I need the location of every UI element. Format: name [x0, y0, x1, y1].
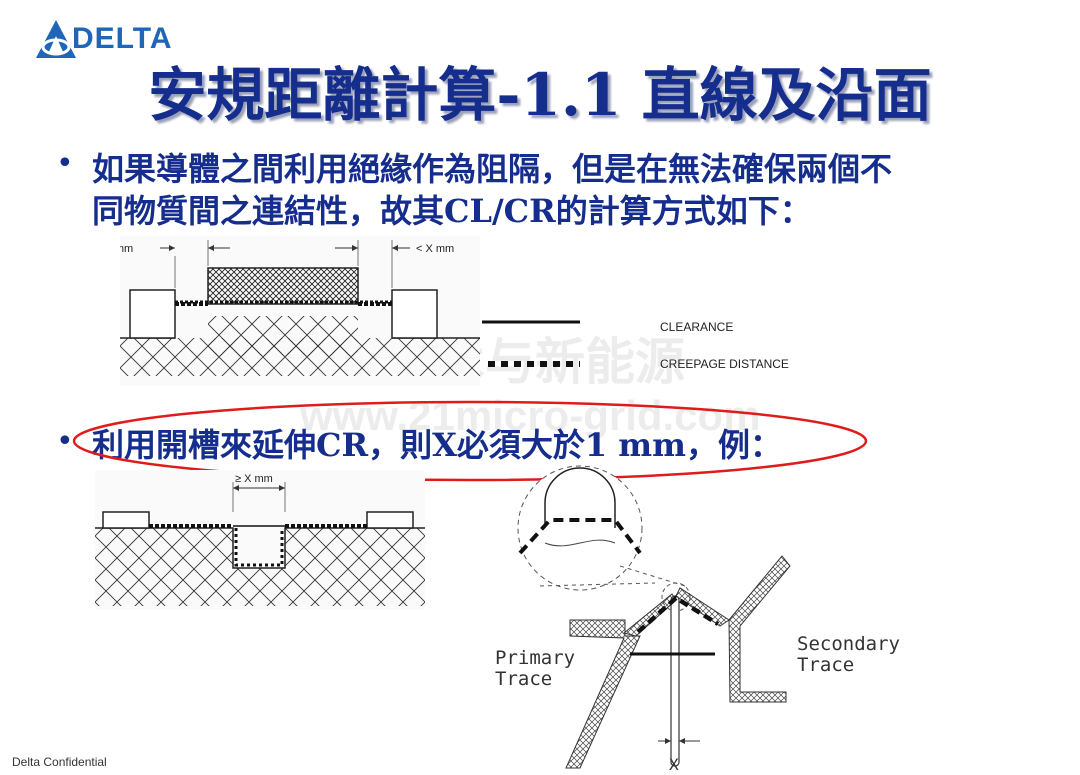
- delta-logo-icon: [36, 20, 76, 58]
- footer-text: Delta Confidential: [12, 755, 107, 769]
- legend: CLEARANCE CREEPAGE DISTANCE: [482, 320, 789, 371]
- diag2-label: ≥ X mm: [235, 473, 273, 485]
- diag1-label-left: < X mm: [120, 243, 133, 255]
- bullet-2-line-1: 利用開槽來延伸CR，則X必須大於1 mm，例：: [92, 426, 783, 464]
- legend-creepage-label: CREEPAGE DISTANCE: [660, 357, 789, 371]
- bullet-1-line-1: 如果導體之間利用絕緣作為阻隔，但是在無法確保兩個不: [92, 150, 893, 188]
- primary-label-1: Primary: [495, 647, 575, 669]
- bullet-1-line-2: 同物質間之連結性，故其CL/CR的計算方式如下：: [92, 192, 812, 230]
- bullet-dot: •: [56, 424, 74, 459]
- bullet-dot: •: [56, 146, 74, 181]
- pcb-slot-diagram: Primary Trace Secondary Trace X: [495, 465, 900, 773]
- x-label: X: [669, 755, 679, 773]
- primary-label-2: Trace: [495, 668, 552, 690]
- watermark-url: www.21micro-grid.com: [300, 392, 761, 439]
- secondary-label-1: Secondary: [797, 633, 900, 655]
- slot-creepage-diagram: ≥ X mm: [95, 470, 425, 610]
- logo-text: DELTA: [72, 22, 173, 55]
- page-title: 安規距離計算-1.1 直線及沿面: [148, 61, 932, 129]
- clearance-creepage-diagram: < X mm < X mm: [120, 236, 480, 386]
- secondary-label-2: Trace: [797, 654, 854, 676]
- highlight-ellipse: [72, 400, 868, 482]
- diag1-label-right: < X mm: [416, 243, 454, 255]
- legend-clearance-label: CLEARANCE: [660, 320, 733, 334]
